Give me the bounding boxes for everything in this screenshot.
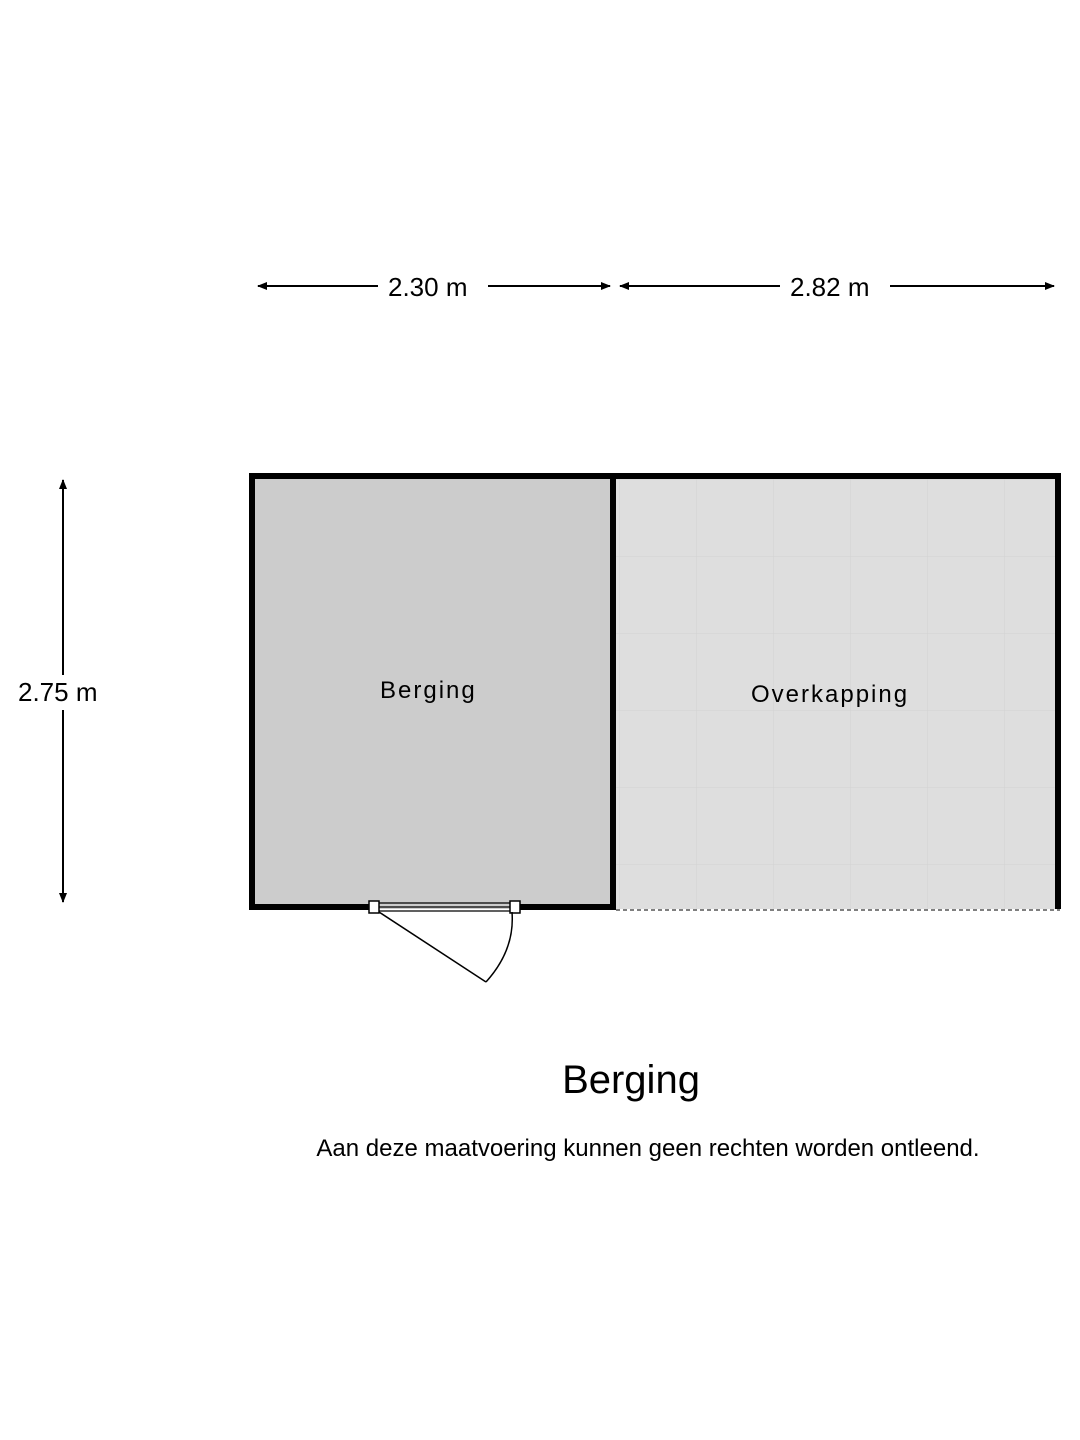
dimension-label-top-left: 2.30 m (380, 272, 476, 302)
walls (249, 473, 1061, 910)
dimension-label-left: 2.75 m (10, 677, 106, 707)
room-label-berging: Berging (380, 677, 477, 704)
room-berging (252, 476, 613, 909)
disclaimer-text: Aan deze maatvoering kunnen geen rechten… (316, 1135, 980, 1162)
door (368, 900, 521, 983)
plan-title: Berging (562, 1058, 700, 1102)
room-label-overkapping: Overkapping (751, 681, 910, 708)
dimension-label-top-right: 2.82 m (782, 272, 878, 302)
room-overkapping (614, 476, 1058, 909)
